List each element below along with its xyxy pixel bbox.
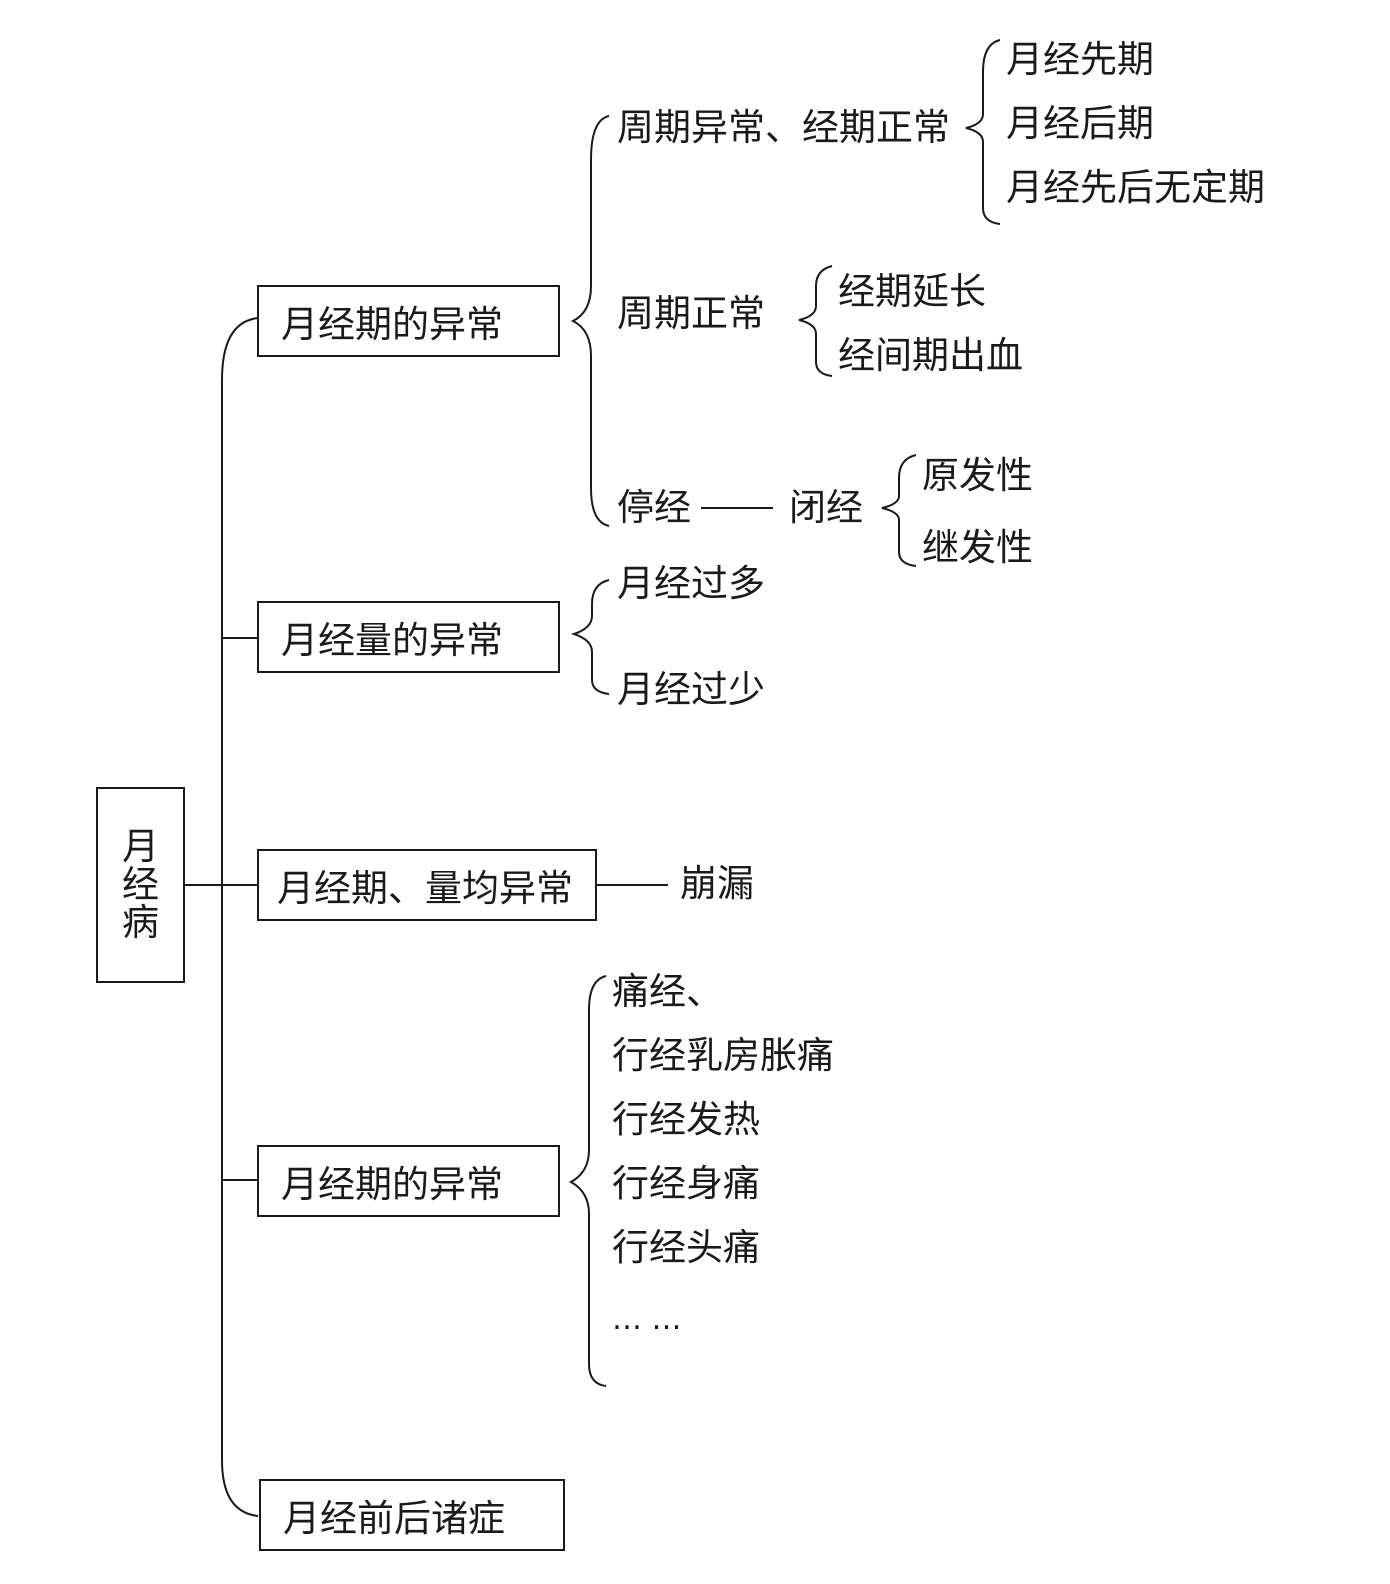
category-box-2: 月经量的异常 — [257, 601, 560, 673]
category-box-4: 月经期的异常 — [257, 1145, 560, 1217]
category-label-3: 月经期、量均异常 — [277, 867, 573, 910]
category-label-1: 月经期的异常 — [281, 303, 503, 346]
category-box-3: 月经期、量均异常 — [257, 849, 597, 921]
brace-amount — [570, 579, 610, 695]
cycle-abnormal-item-3: 月经先后无定期 — [1006, 166, 1265, 209]
brace-cycle-normal — [798, 265, 833, 377]
both-item: 崩漏 — [680, 862, 754, 905]
amount-item-1: 月经过多 — [617, 562, 765, 605]
category-label-2: 月经量的异常 — [281, 619, 503, 662]
brace-during — [568, 975, 607, 1387]
cycle-normal-label: 周期正常 — [617, 292, 765, 335]
amenorrhea-label: 闭经 — [789, 486, 863, 529]
amount-item-2: 月经过少 — [617, 668, 765, 711]
category-box-5: 月经前后诸症 — [259, 1479, 565, 1551]
brace-period — [570, 115, 610, 527]
cycle-abnormal-item-1: 月经先期 — [1006, 38, 1154, 81]
stop-label: 停经 — [617, 486, 691, 529]
cycle-normal-item-1: 经期延长 — [838, 270, 986, 313]
trunk-brace — [221, 317, 259, 1517]
category-box-1: 月经期的异常 — [257, 285, 560, 357]
during-item-6: … … — [612, 1302, 682, 1337]
during-item-1: 痛经、 — [612, 970, 723, 1013]
during-item-2: 行经乳房胀痛 — [612, 1034, 834, 1077]
amenorrhea-item-1: 原发性 — [922, 454, 1033, 497]
during-item-3: 行经发热 — [612, 1098, 760, 1141]
root-label: 月经病 — [122, 825, 159, 944]
during-item-4: 行经身痛 — [612, 1162, 760, 1205]
category-label-5: 月经前后诸症 — [283, 1497, 505, 1540]
cycle-abnormal-label: 周期异常、经期正常 — [617, 106, 950, 149]
brace-amenorrhea — [881, 454, 917, 567]
cycle-normal-item-2: 经间期出血 — [838, 334, 1023, 377]
amenorrhea-item-2: 继发性 — [922, 526, 1033, 569]
category-label-4: 月经期的异常 — [281, 1163, 503, 1206]
during-item-5: 行经头痛 — [612, 1226, 760, 1269]
root-box: 月经病 — [96, 787, 185, 983]
brace-cycle-abnormal — [965, 39, 1001, 225]
cycle-abnormal-item-2: 月经后期 — [1006, 102, 1154, 145]
